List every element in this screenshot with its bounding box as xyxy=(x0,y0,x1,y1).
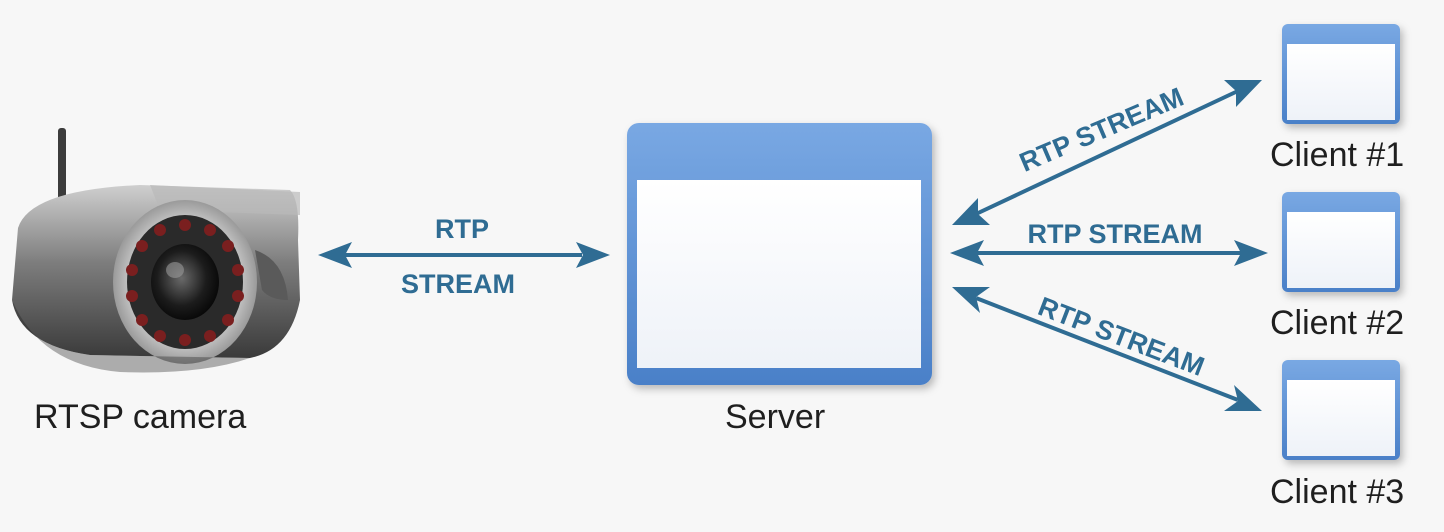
server-client3-arrow xyxy=(952,287,1262,411)
client-window-icon-3 xyxy=(1282,360,1400,460)
camera-server-arrow xyxy=(318,242,610,268)
camera-stream-label-line1: RTP xyxy=(435,214,489,244)
client-label-1: Client #1 xyxy=(1270,136,1405,174)
server-label: Server xyxy=(725,398,826,436)
server-client2-arrow xyxy=(950,240,1268,266)
server-client1-arrow xyxy=(952,80,1262,225)
client1-stream-label: RTP STREAM xyxy=(1015,82,1188,178)
client-window-icon-2 xyxy=(1282,192,1400,292)
server-window-icon xyxy=(627,123,932,385)
camera-stream-label-line2: STREAM xyxy=(401,269,515,299)
client2-stream-label: RTP STREAM xyxy=(1027,219,1202,249)
client-label-3: Client #3 xyxy=(1270,473,1405,511)
client3-stream-label: RTP STREAM xyxy=(1034,291,1208,382)
client-label-2: Client #2 xyxy=(1270,304,1405,342)
client-window-icon-1 xyxy=(1282,24,1400,124)
security-camera-icon xyxy=(12,128,300,373)
camera-label: RTSP camera xyxy=(34,398,247,436)
